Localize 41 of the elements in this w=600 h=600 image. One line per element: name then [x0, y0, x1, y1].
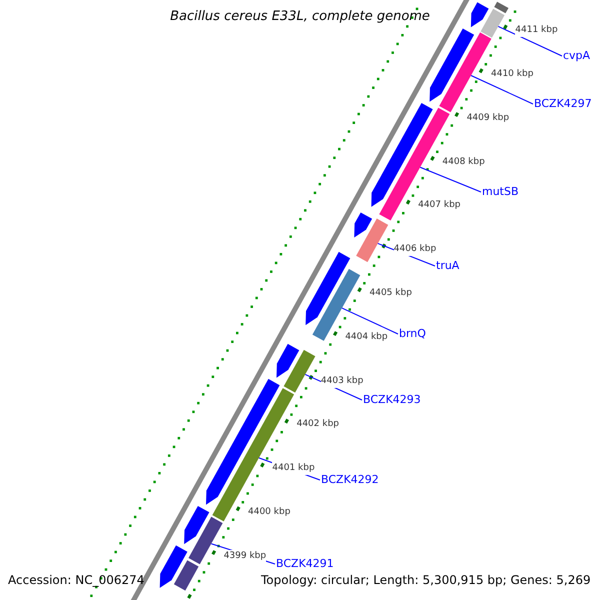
gene-label: BCZK4293: [363, 393, 421, 406]
gene-label: BCZK4292: [321, 473, 379, 486]
gene-bar: [480, 8, 505, 38]
gene-label: brnQ: [399, 327, 426, 340]
scale-label: 4404 kbp: [345, 330, 388, 344]
gene-bar: [306, 252, 350, 326]
scale-label: 4399 kbp: [224, 550, 266, 563]
gene-bar: [439, 32, 492, 112]
gene-label: mutSB: [482, 185, 519, 198]
gene-bar: [354, 212, 372, 238]
gene-bar: [160, 545, 188, 588]
leader-line: [420, 166, 482, 192]
map-title: Bacillus cereus E33L, complete genome: [169, 10, 431, 23]
scale-label: 4411 kbp: [515, 24, 558, 38]
gene-bar: [276, 344, 300, 378]
gene-label: BCZK4291: [276, 557, 334, 570]
scale-label: 4405 kbp: [370, 287, 412, 300]
scale-label: 4400 kbp: [248, 506, 290, 519]
gene-label: BCZK4297: [534, 97, 592, 110]
scale-label: 4406 kbp: [394, 243, 436, 256]
scale-label: 4401 kbp: [272, 462, 315, 476]
gene-bar: [356, 218, 388, 262]
gene-bar: [212, 388, 294, 522]
scale-label: 4410 kbp: [491, 68, 534, 81]
scale-label: 4403 kbp: [320, 374, 364, 388]
gene-bar: [174, 560, 199, 591]
gene-label: truA: [436, 259, 460, 272]
gene-bar: [184, 506, 210, 544]
genome-info-text: Topology: circular; Length: 5,300,915 bp; Genes: 5,269: [261, 574, 591, 587]
gene-label: cvpA: [563, 49, 590, 62]
scale-label: 4409 kbp: [466, 112, 510, 125]
leader-line: [342, 308, 398, 334]
gene-bar: [470, 2, 489, 28]
leader-line: [498, 26, 562, 56]
scale-label: 4408 kbp: [442, 156, 485, 169]
gene-bar: [284, 350, 316, 393]
leader-line: [470, 75, 534, 104]
gene-bar: [430, 28, 474, 102]
accession-text: Accession: NC_006274: [8, 574, 144, 587]
gene-bar: [494, 2, 508, 14]
gene-bar: [188, 516, 223, 564]
